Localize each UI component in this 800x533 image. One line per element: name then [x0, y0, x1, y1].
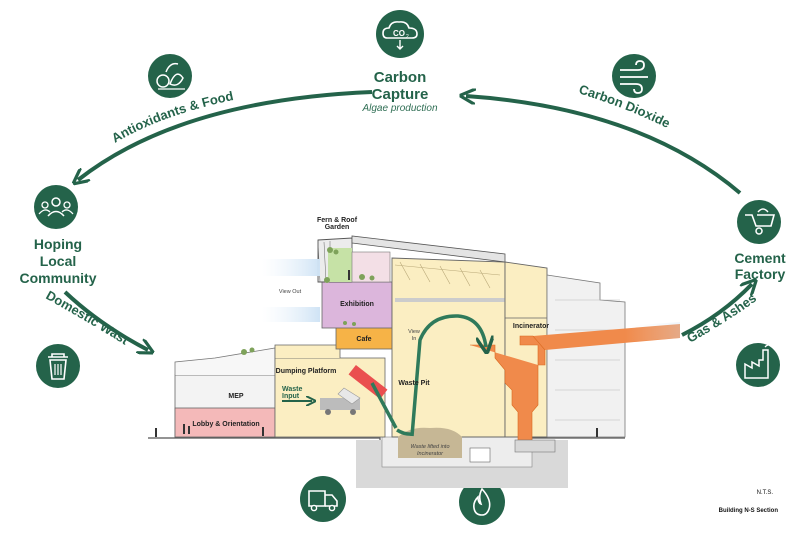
view-out-bottom [262, 307, 320, 322]
truck-icon [300, 476, 346, 522]
mep-label: MEP [228, 393, 244, 400]
carbon-capture-title-line2: Capture [372, 86, 429, 103]
arrow-capture-to-community [78, 90, 373, 180]
fire-icon [459, 479, 505, 525]
view-in-label-line2: In [412, 336, 417, 342]
co2-cloud-icon: CO 2 [376, 10, 424, 58]
waste-input-label-line2: Input [282, 393, 300, 400]
carbon-capture-title-line1: Carbon [374, 69, 427, 86]
svg-text:CO: CO [393, 29, 405, 38]
cement-line2: Factory [735, 266, 786, 282]
flow-label-domestic-waste: Domestic Waste [0, 0, 132, 348]
food-icon [148, 54, 192, 98]
cement-line1: Cement [734, 250, 786, 266]
wind-icon [612, 54, 656, 98]
waste-pit-label: Waste Pit [398, 380, 430, 387]
dumping-platform-label: Dumping Platform [276, 368, 337, 375]
flow-label-gas-ashes: Gas & Ashes [684, 290, 759, 345]
waste-flow-arrow [370, 314, 486, 437]
waste-lifted-label-line2: Incinerator [417, 451, 444, 457]
waste-pile [398, 427, 462, 458]
lobby-label: Lobby & Orientation [192, 421, 259, 428]
arrow-building-to-cement [681, 284, 752, 337]
arrow-cement-to-capture [466, 96, 742, 195]
view-out-top [262, 259, 320, 276]
fern-garden-label-line2: Garden [325, 224, 350, 231]
nts-label: N.T.S. [757, 490, 774, 496]
building-section [148, 235, 680, 488]
community-line1: Hoping [34, 236, 82, 252]
view-out-label: View Out [279, 289, 302, 295]
community-line2: Local [40, 253, 77, 269]
dumping-platform-room [274, 357, 386, 438]
incinerator-label: Incinerator [513, 323, 549, 330]
carbon-capture-subtitle: Algae production [361, 103, 437, 114]
trash-bin-icon [36, 344, 80, 388]
waste-lifted-label-line1: Waste lifted into [410, 444, 449, 450]
arrow-community-to-building [63, 290, 148, 350]
cafe-label: Cafe [356, 336, 371, 343]
community-line3: Community [20, 270, 97, 286]
fern-garden-label-line1: Fern & Roof [317, 217, 358, 224]
exhibition-label: Exhibition [340, 301, 374, 308]
factory-icon [736, 343, 780, 387]
view-in-label-line1: View [408, 329, 420, 335]
exhibition-room [321, 281, 393, 329]
wheelbarrow-icon [737, 200, 781, 244]
svg-text:2: 2 [406, 34, 409, 40]
lobby-room [174, 407, 276, 438]
people-icon [34, 185, 78, 229]
waste-input-label-line1: Waste [282, 386, 302, 393]
section-caption: Building N-S Section [719, 508, 779, 514]
